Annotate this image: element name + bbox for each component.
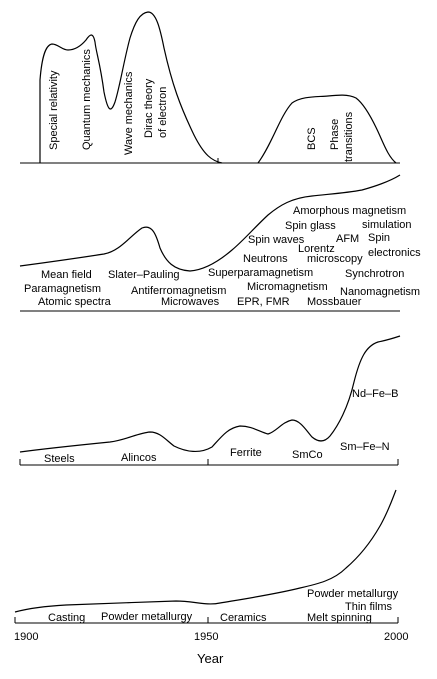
label-amorphous-magnetism: Amorphous magnetism [293, 205, 406, 217]
label-special-relativity: Special relativity [48, 70, 60, 150]
label-electronics: electronics [368, 247, 421, 259]
label-of-electron: of electron [157, 87, 169, 138]
label-powder-metallurgy-lower: Powder metallurgy [101, 611, 193, 623]
label-wave-mechanics: Wave mechanics [123, 71, 135, 155]
panel3-curve [19, 335, 401, 453]
axis-title: Year [197, 651, 224, 666]
panel4-curve [14, 489, 397, 613]
label-steels: Steels [44, 453, 75, 465]
label-antiferromagnetism: Antiferromagnetism [131, 285, 226, 297]
panel-magnet-materials: Nd–Fe–B Sm–Fe–N Steels Alincos Ferrite S… [19, 335, 401, 466]
label-mossbauer: Mossbauer [307, 296, 362, 308]
axis-tick-1900: 1900 [14, 631, 38, 643]
label-phase: Phase [329, 119, 341, 150]
label-ferrite: Ferrite [230, 447, 262, 459]
label-epr-fmr: EPR, FMR [237, 296, 290, 308]
panel-processing: Powder metallurgy Thin films Casting Pow… [14, 489, 399, 624]
label-casting: Casting [48, 612, 85, 624]
label-quantum-mechanics: Quantum mechanics [81, 49, 93, 150]
label-atomic-spectra: Atomic spectra [38, 296, 112, 308]
panel-physics-theory: Special relativity Quantum mechanics Wav… [20, 11, 400, 164]
label-spin-waves: Spin waves [248, 234, 305, 246]
axis-tick-1950: 1950 [194, 631, 218, 643]
label-micromagnetism: Micromagnetism [247, 281, 328, 293]
label-thin-films: Thin films [345, 601, 393, 613]
label-ceramics: Ceramics [220, 612, 267, 624]
label-microwaves: Microwaves [161, 296, 220, 308]
label-dirac-theory: Dirac theory [143, 78, 155, 138]
label-afm: AFM [336, 233, 359, 245]
label-microscopy: microscopy [307, 253, 363, 265]
label-transitions: transitions [343, 111, 355, 162]
panel1-curve-left [39, 11, 223, 164]
label-spin: Spin [368, 232, 390, 244]
label-lorentz: Lorentz [298, 243, 335, 255]
label-alincos: Alincos [121, 452, 157, 464]
axis-tick-2000: 2000 [384, 631, 408, 643]
label-mean-field: Mean field [41, 269, 92, 281]
label-paramagnetism: Paramagnetism [24, 283, 101, 295]
label-nd-fe-b: Nd–Fe–B [352, 388, 398, 400]
label-neutrons: Neutrons [243, 253, 288, 265]
label-powder-metallurgy-upper: Powder metallurgy [307, 588, 399, 600]
panel1-curve-right [257, 94, 397, 164]
panel2-curve [19, 174, 401, 272]
label-simulation: simulation [362, 219, 412, 231]
label-nanomagnetism: Nanomagnetism [340, 286, 420, 298]
panel-magnetism-phenomena: Amorphous magnetism Spin glass simulatio… [19, 174, 421, 312]
label-bcs: BCS [306, 127, 318, 150]
label-melt-spinning: Melt spinning [307, 612, 372, 624]
label-synchrotron: Synchrotron [345, 268, 404, 280]
label-sm-fe-n: Sm–Fe–N [340, 441, 390, 453]
year-axis: 1900 1950 2000 Year [14, 631, 408, 666]
label-slater-pauling: Slater–Pauling [108, 269, 180, 281]
label-spin-glass: Spin glass [285, 220, 336, 232]
label-superparamagnetism: Superparamagnetism [208, 267, 313, 279]
label-smco: SmCo [292, 449, 323, 461]
